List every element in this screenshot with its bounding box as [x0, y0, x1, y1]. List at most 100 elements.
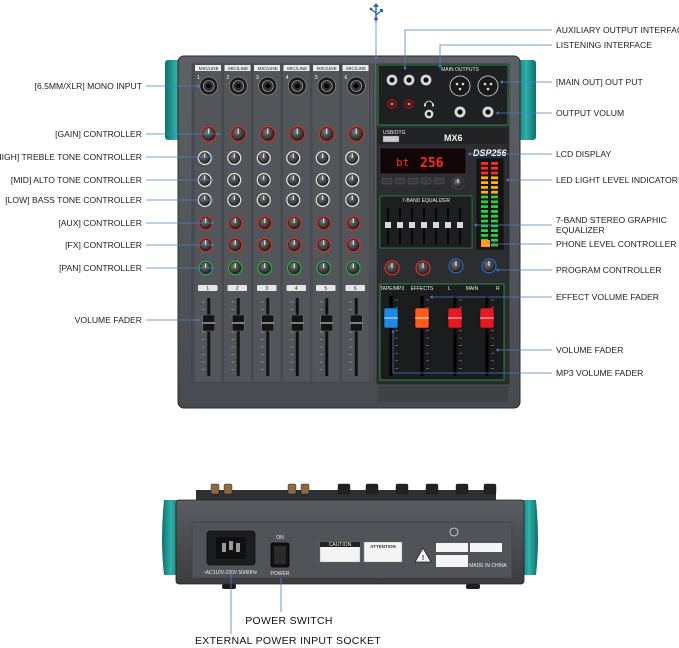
usb-port[interactable]	[382, 135, 400, 143]
aux-knob[interactable]	[257, 215, 273, 231]
treble-knob[interactable]	[315, 150, 330, 166]
channel-header: MIC/LINE	[258, 66, 278, 71]
aux-knob[interactable]	[316, 215, 332, 231]
channel-number: 2	[227, 75, 230, 81]
gain-knob[interactable]	[318, 125, 335, 143]
combo-input-jack[interactable]	[228, 76, 248, 96]
treble-knob[interactable]	[286, 150, 301, 166]
power-switch[interactable]	[270, 542, 290, 568]
power-socket[interactable]	[206, 530, 256, 566]
gain-knob[interactable]	[348, 125, 365, 143]
callout-label-treble: [HIGH] TREBLE TONE CONTROLLER	[0, 152, 142, 162]
main-out-xlr[interactable]	[449, 75, 471, 97]
combo-input-jack[interactable]	[317, 76, 337, 96]
fx-knob[interactable]	[286, 237, 302, 253]
section-tapemp3: TAPE/MP3	[380, 286, 405, 292]
bass-knob[interactable]	[345, 192, 360, 208]
bass-knob[interactable]	[286, 192, 301, 208]
treble-knob[interactable]	[227, 150, 242, 166]
tape-level-knob[interactable]	[384, 260, 400, 276]
mid-knob[interactable]	[345, 172, 360, 188]
main-fader-left[interactable]	[447, 307, 463, 329]
geq-slider-cap[interactable]	[433, 222, 439, 228]
gain-knob[interactable]	[230, 125, 247, 143]
channel-fader[interactable]	[291, 314, 304, 332]
treble-knob[interactable]	[197, 150, 212, 166]
mid-knob[interactable]	[286, 172, 301, 188]
headphone-jack[interactable]	[424, 109, 434, 119]
pan-knob[interactable]	[227, 260, 243, 276]
pan-knob[interactable]	[257, 260, 273, 276]
callout-label-geq-2: EQUALIZER	[556, 225, 605, 235]
channel-fader[interactable]	[320, 314, 333, 332]
fx-knob[interactable]	[345, 237, 361, 253]
combo-input-jack[interactable]	[199, 76, 219, 96]
combo-input-jack[interactable]	[258, 76, 278, 96]
led-segment	[481, 171, 488, 175]
channel-fader[interactable]	[232, 314, 245, 332]
bass-knob[interactable]	[315, 192, 330, 208]
channel-select-button[interactable]	[316, 285, 336, 291]
mid-knob[interactable]	[315, 172, 330, 188]
dsp-button[interactable]	[420, 177, 432, 185]
aux-knob[interactable]	[227, 215, 243, 231]
channel-select-button[interactable]	[198, 285, 218, 291]
geq-slider-cap[interactable]	[409, 222, 415, 228]
channel-select-button[interactable]	[257, 285, 277, 291]
channel-select-button[interactable]	[286, 285, 307, 291]
mid-knob[interactable]	[227, 172, 242, 188]
pan-knob[interactable]	[345, 260, 361, 276]
led-segment	[491, 234, 498, 237]
phone-knob[interactable]	[481, 258, 497, 274]
geq-slider-cap[interactable]	[385, 222, 391, 228]
rca-jack[interactable]	[387, 99, 397, 109]
main-out-xlr[interactable]	[477, 75, 499, 97]
right-end-cap	[516, 60, 536, 140]
aux-output-jack[interactable]	[403, 74, 415, 86]
mid-knob[interactable]	[256, 172, 271, 188]
main-fader-right[interactable]	[479, 307, 495, 329]
fx-knob[interactable]	[227, 237, 243, 253]
return-knob[interactable]	[448, 258, 464, 274]
gain-knob[interactable]	[289, 125, 306, 143]
mp3-volume-fader[interactable]	[383, 307, 399, 329]
channel-select-button[interactable]	[227, 285, 248, 291]
effect-volume-fader[interactable]	[414, 307, 430, 329]
channel-fader[interactable]	[350, 314, 363, 332]
treble-knob[interactable]	[345, 150, 360, 166]
aux-knob[interactable]	[286, 215, 302, 231]
rca-jack[interactable]	[404, 99, 414, 109]
aux-output-jack[interactable]	[420, 74, 432, 86]
geq-slider-cap[interactable]	[421, 222, 427, 228]
channel-fader[interactable]	[261, 314, 274, 332]
dsp-select-knob[interactable]	[451, 176, 465, 190]
rear-made-in: MADE IN CHINA	[469, 563, 507, 569]
aux-output-jack[interactable]	[386, 74, 398, 86]
dsp-button[interactable]	[407, 177, 419, 185]
combo-input-jack[interactable]	[287, 76, 307, 96]
bass-knob[interactable]	[227, 192, 242, 208]
geq-slider-cap[interactable]	[445, 222, 451, 228]
fx-knob[interactable]	[257, 237, 273, 253]
phone-level-button[interactable]	[481, 240, 490, 247]
combo-input-jack[interactable]	[346, 76, 366, 96]
pan-knob[interactable]	[316, 260, 332, 276]
main-out-jack[interactable]	[482, 106, 494, 118]
gain-knob[interactable]	[259, 125, 276, 143]
program-knobs	[384, 258, 497, 276]
channel-select-button[interactable]	[345, 285, 366, 291]
dsp-button[interactable]	[433, 177, 445, 185]
led-segment	[481, 190, 488, 194]
effects-level-knob[interactable]	[415, 260, 431, 276]
dsp-button[interactable]	[381, 177, 393, 185]
aux-knob[interactable]	[345, 215, 361, 231]
channel-fader[interactable]	[202, 314, 215, 332]
fx-knob[interactable]	[316, 237, 332, 253]
dsp-button[interactable]	[394, 177, 406, 185]
geq-slider-cap[interactable]	[457, 222, 463, 228]
treble-knob[interactable]	[256, 150, 271, 166]
bass-knob[interactable]	[256, 192, 271, 208]
pan-knob[interactable]	[286, 260, 302, 276]
geq-slider-cap[interactable]	[397, 222, 403, 228]
main-out-jack[interactable]	[454, 106, 466, 118]
